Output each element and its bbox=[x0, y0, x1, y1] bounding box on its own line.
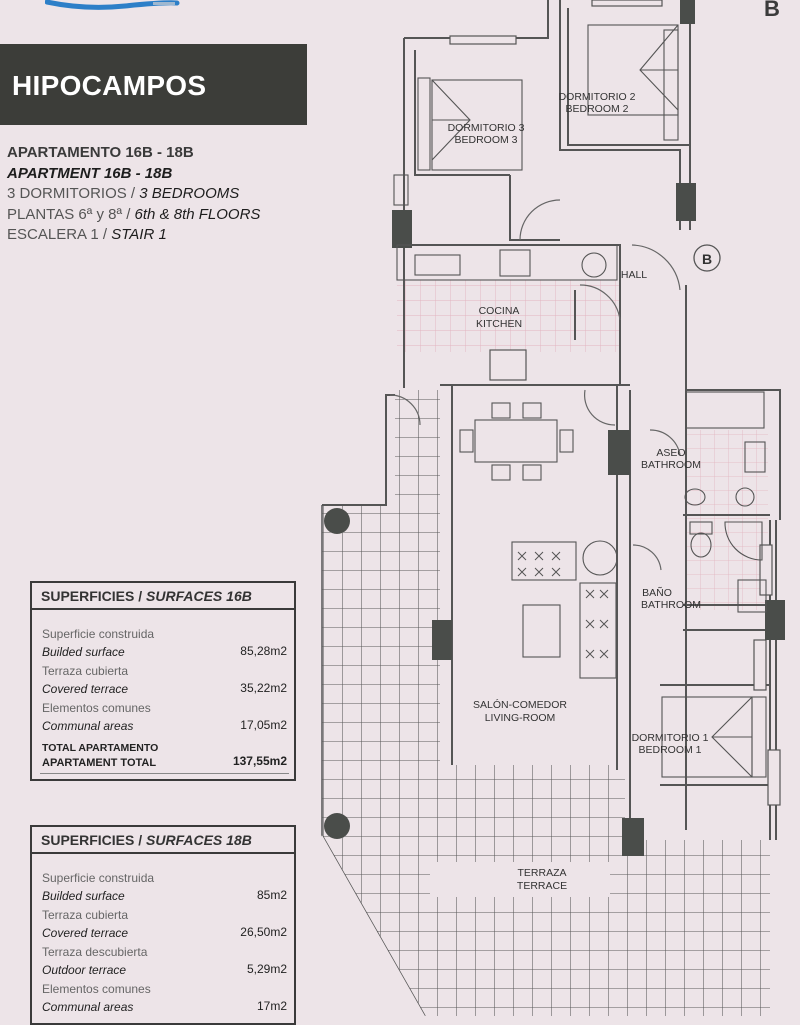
terrace-area bbox=[321, 390, 770, 1016]
bedroom2-label-es: DORMITORIO 2 bbox=[559, 91, 636, 103]
kitchen-label-es: COCINA bbox=[479, 305, 520, 317]
stair-line: ESCALERA 1 / STAIR 1 bbox=[7, 226, 167, 243]
living-label-es: SALÓN-COMEDOR bbox=[473, 698, 567, 711]
terrace-label-es: TERRAZA bbox=[517, 867, 566, 879]
surface-row-communal: Elementos comunes Communal areas 17m2 bbox=[42, 982, 287, 1014]
bedroom2-label-en: BEDROOM 2 bbox=[565, 103, 628, 115]
kitchen-floor bbox=[397, 280, 621, 352]
surfaces-table-header: SUPERFICIES / SURFACES 16B bbox=[32, 583, 294, 610]
furniture bbox=[393, 24, 767, 778]
aseo-label-es: ASEO bbox=[656, 447, 685, 459]
bedroom1-label-es: DORMITORIO 1 bbox=[632, 732, 709, 744]
bano-label-en: BATHROOM bbox=[641, 599, 701, 611]
total-underline bbox=[40, 773, 289, 774]
living-label-en: LIVING-ROOM bbox=[485, 712, 556, 724]
block-letter: B bbox=[764, 0, 780, 21]
hall-label: HALL bbox=[621, 269, 647, 281]
surfaces-table-18b: SUPERFICIES / SURFACES 18B Superficie co… bbox=[30, 825, 296, 1025]
chair-marks bbox=[517, 551, 609, 659]
surfaces-table-16b: SUPERFICIES / SURFACES 16B Superficie co… bbox=[30, 581, 296, 781]
surface-row-covered-terrace: Terraza cubierta Covered terrace 35,22m2 bbox=[42, 664, 287, 696]
floors-line: PLANTAS 6ª y 8ª / 6th & 8th FLOORS bbox=[7, 205, 261, 223]
stair-marker-letter: B bbox=[702, 251, 712, 267]
room-labels: DORMITORIO 3 BEDROOM 3 DORMITORIO 2 BEDR… bbox=[448, 91, 709, 892]
apartment-name-en: APARTMENT 16B - 18B bbox=[7, 164, 173, 182]
page-title: HIPOCAMPOS bbox=[12, 70, 207, 101]
apartment-name-es: APARTAMENTO 16B - 18B bbox=[7, 144, 194, 161]
bedroom3-label-es: DORMITORIO 3 bbox=[448, 122, 525, 134]
doors bbox=[389, 199, 681, 571]
surface-row-covered-terrace: Terraza cubierta Covered terrace 26,50m2 bbox=[42, 908, 287, 940]
surfaces-table-header: SUPERFICIES / SURFACES 18B bbox=[32, 827, 294, 854]
title-banner: HIPOCAMPOS bbox=[0, 44, 307, 125]
apartment-specs: APARTAMENTO 16B - 18B APARTMENT 16B - 18… bbox=[7, 143, 260, 246]
bedrooms-line: 3 DORMITORIOS / 3 BEDROOMS bbox=[7, 185, 240, 202]
structural-columns bbox=[324, 0, 785, 856]
aseo-label-en: BATHROOM bbox=[641, 459, 701, 471]
surface-row-built: Superficie construida Builded surface 85… bbox=[42, 627, 287, 659]
surface-row-outdoor-terrace: Terraza descubierta Outdoor terrace 5,29… bbox=[42, 945, 287, 977]
bedroom3-label-en: BEDROOM 3 bbox=[454, 134, 517, 146]
bedroom1-label-en: BEDROOM 1 bbox=[638, 744, 701, 756]
surface-row-communal: Elementos comunes Communal areas 17,05m2 bbox=[42, 701, 287, 733]
bano-label-es: BAÑO bbox=[642, 586, 672, 599]
surface-row-total: TOTAL APARTAMENTO APARTAMENT TOTAL 137,5… bbox=[42, 742, 287, 769]
surface-row-built: Superficie construida Builded surface 85… bbox=[42, 871, 287, 903]
stair-marker-circle bbox=[693, 244, 721, 272]
kitchen-label-en: KITCHEN bbox=[476, 318, 522, 330]
bathroom-floor bbox=[686, 430, 768, 610]
terrace-label-en: TERRACE bbox=[517, 880, 567, 892]
company-logo bbox=[45, 0, 180, 10]
